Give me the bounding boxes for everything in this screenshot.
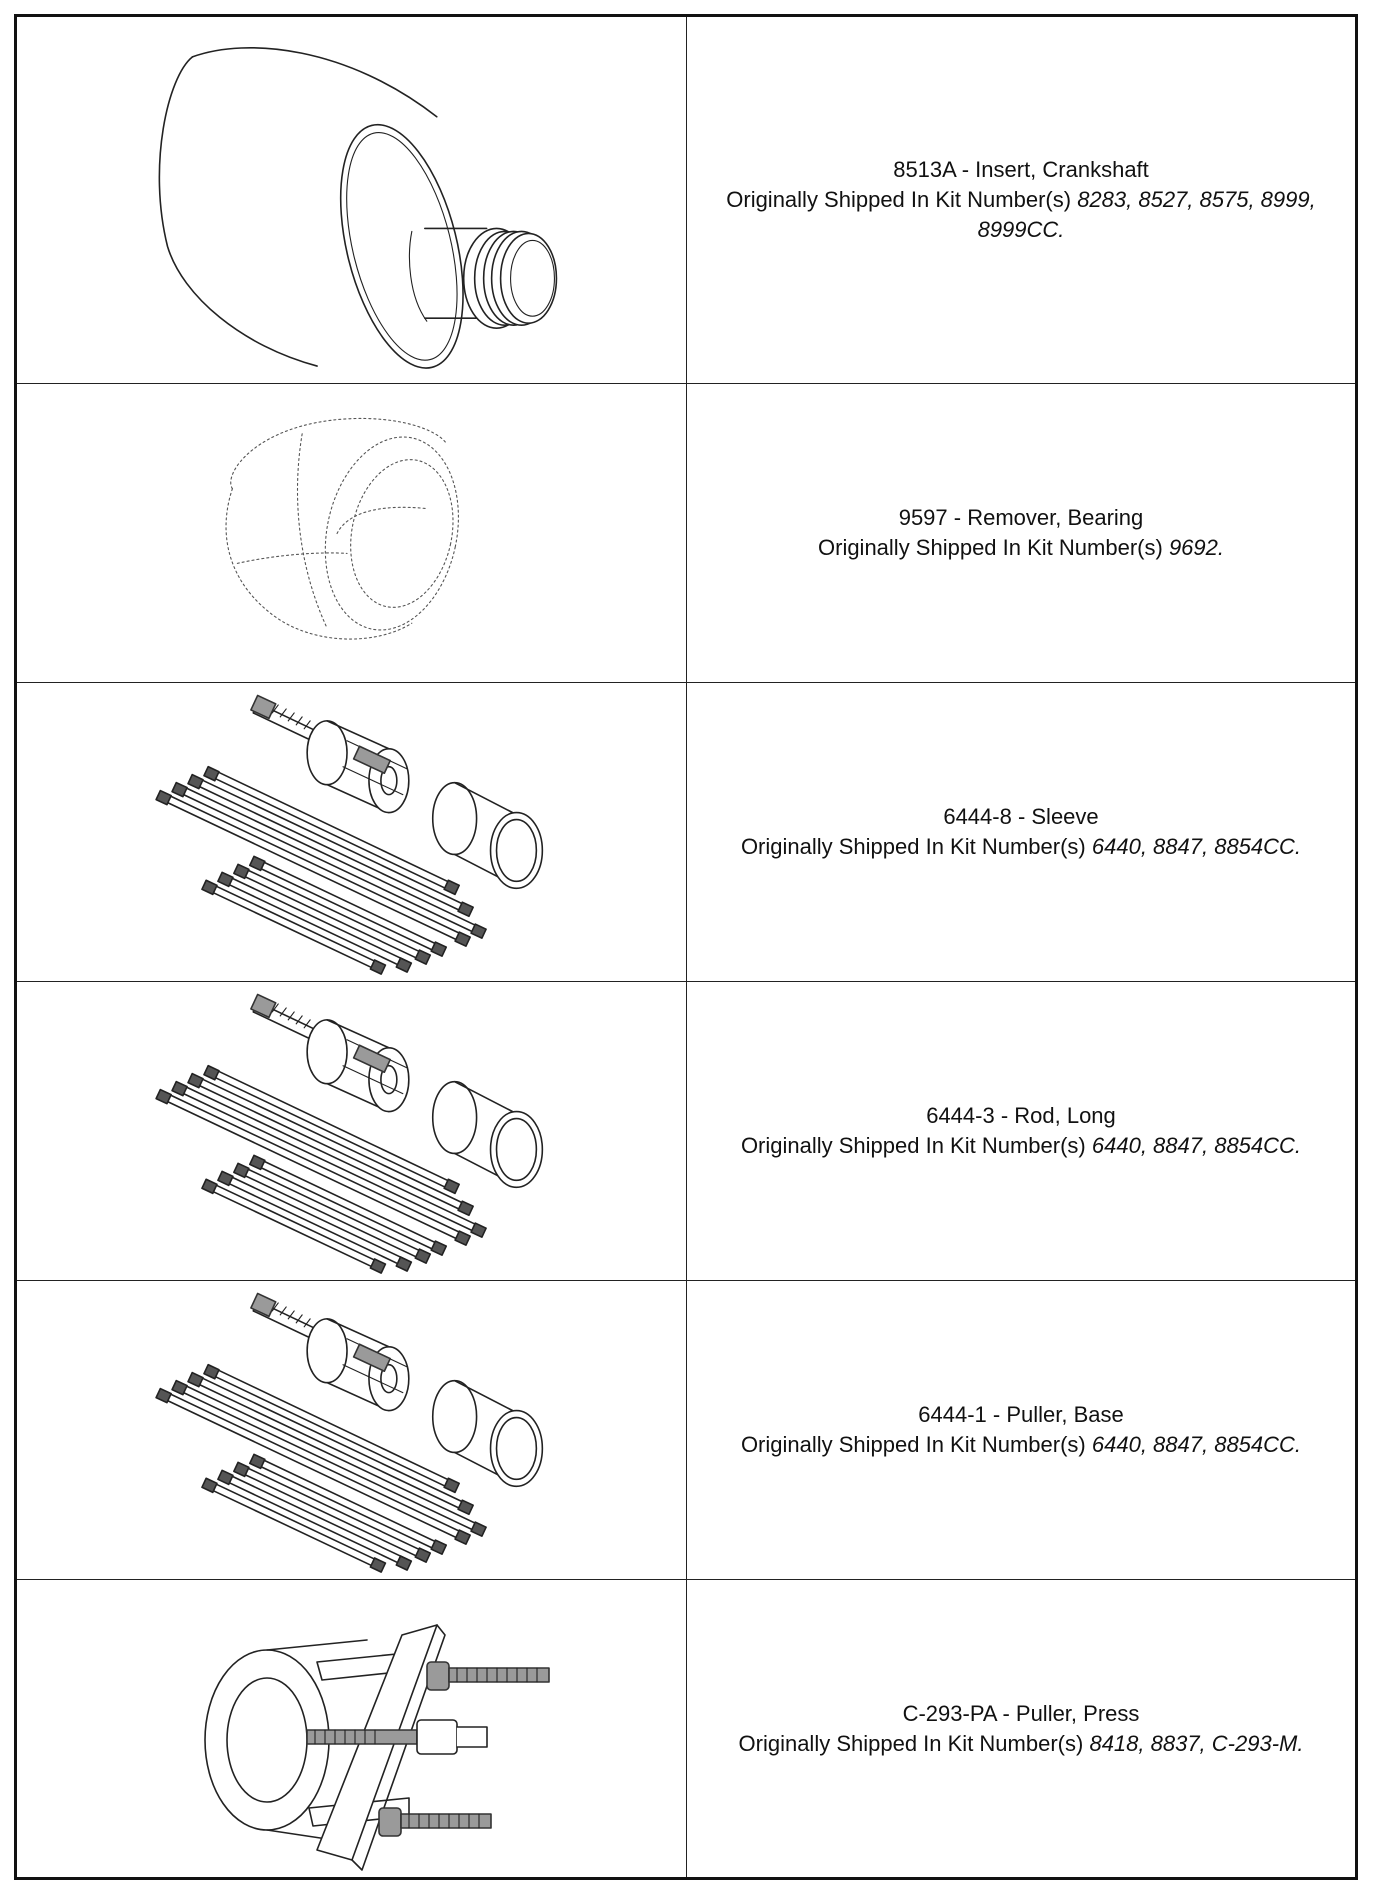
- kit-prefix: Originally Shipped In Kit Number(s): [726, 187, 1072, 212]
- kit-numbers: 9692.: [1168, 535, 1224, 560]
- kit-line: Originally Shipped In Kit Number(s) 6440…: [741, 1131, 1301, 1161]
- kit-prefix: Originally Shipped In Kit Number(s): [740, 834, 1086, 859]
- kit-line: Originally Shipped In Kit Number(s) 6440…: [741, 832, 1301, 862]
- kit-prefix: Originally Shipped In Kit Number(s): [740, 1133, 1086, 1158]
- tool-title: 6444-3 - Rod, Long: [926, 1103, 1116, 1128]
- tool-title: 8513A - Insert, Crankshaft: [893, 157, 1149, 182]
- tool-title: C-293-PA - Puller, Press: [902, 1700, 1140, 1726]
- table-row: 6444-8 - Sleeve Originally Shipped In Ki…: [17, 683, 1355, 982]
- kit-prefix: Originally Shipped In Kit Number(s): [738, 1730, 1084, 1756]
- image-cell: [17, 17, 687, 383]
- press-puller-illustration: [204, 1624, 550, 1871]
- kit-numbers: 6440, 8847, 8854CC.: [1091, 1133, 1302, 1158]
- kit-line: Originally Shipped In Kit Number(s) 8283…: [707, 185, 1335, 245]
- puller-kit-illustration: [155, 993, 544, 1274]
- description-cell: 6444-3 - Rod, Long Originally Shipped In…: [687, 982, 1355, 1280]
- image-cell: [17, 1580, 687, 1877]
- description-cell: 6444-1 - Puller, Base Originally Shipped…: [687, 1281, 1355, 1579]
- image-cell: [17, 1281, 687, 1579]
- image-cell: [17, 683, 687, 981]
- kit-numbers: 6440, 8847, 8854CC.: [1091, 834, 1302, 859]
- tool-table: 8513A - Insert, Crankshaft Originally Sh…: [14, 14, 1358, 1880]
- description-cell: 9597 - Remover, Bearing Originally Shipp…: [687, 384, 1355, 682]
- description-cell: 6444-8 - Sleeve Originally Shipped In Ki…: [687, 683, 1355, 981]
- table-row: C-293-PA - Puller, Press Originally Ship…: [17, 1580, 1355, 1877]
- bearing-remover-illustration: [225, 417, 459, 640]
- crankshaft-insert-illustration: [158, 47, 558, 369]
- puller-kit-illustration: [155, 694, 544, 975]
- kit-numbers: 8283, 8527, 8575, 8999, 8999CC.: [977, 187, 1316, 242]
- description-cell: 8513A - Insert, Crankshaft Originally Sh…: [687, 17, 1355, 383]
- kit-numbers: 6440, 8847, 8854CC.: [1091, 1432, 1302, 1457]
- tool-title: 6444-1 - Puller, Base: [918, 1402, 1124, 1427]
- kit-line: Originally Shipped In Kit Number(s) 6440…: [741, 1430, 1301, 1460]
- table-row: 8513A - Insert, Crankshaft Originally Sh…: [17, 17, 1355, 384]
- image-cell: [17, 384, 687, 682]
- kit-line: Originally Shipped In Kit Number(s) 9692…: [818, 533, 1224, 563]
- kit-prefix: Originally Shipped In Kit Number(s): [818, 535, 1163, 560]
- tool-title: 9597 - Remover, Bearing: [898, 505, 1144, 530]
- table-row: 9597 - Remover, Bearing Originally Shipp…: [17, 384, 1355, 683]
- puller-kit-illustration: [155, 1292, 544, 1573]
- tool-title: 6444-8 - Sleeve: [943, 804, 1099, 829]
- kit-line: Originally Shipped In Kit Number(s) 8418…: [739, 1729, 1304, 1759]
- kit-prefix: Originally Shipped In Kit Number(s): [740, 1432, 1086, 1457]
- table-row: 6444-1 - Puller, Base Originally Shipped…: [17, 1281, 1355, 1580]
- table-row: 6444-3 - Rod, Long Originally Shipped In…: [17, 982, 1355, 1281]
- image-cell: [17, 982, 687, 1280]
- description-cell: C-293-PA - Puller, Press Originally Ship…: [687, 1580, 1355, 1877]
- kit-numbers: 8418, 8837, C-293-M.: [1089, 1730, 1304, 1756]
